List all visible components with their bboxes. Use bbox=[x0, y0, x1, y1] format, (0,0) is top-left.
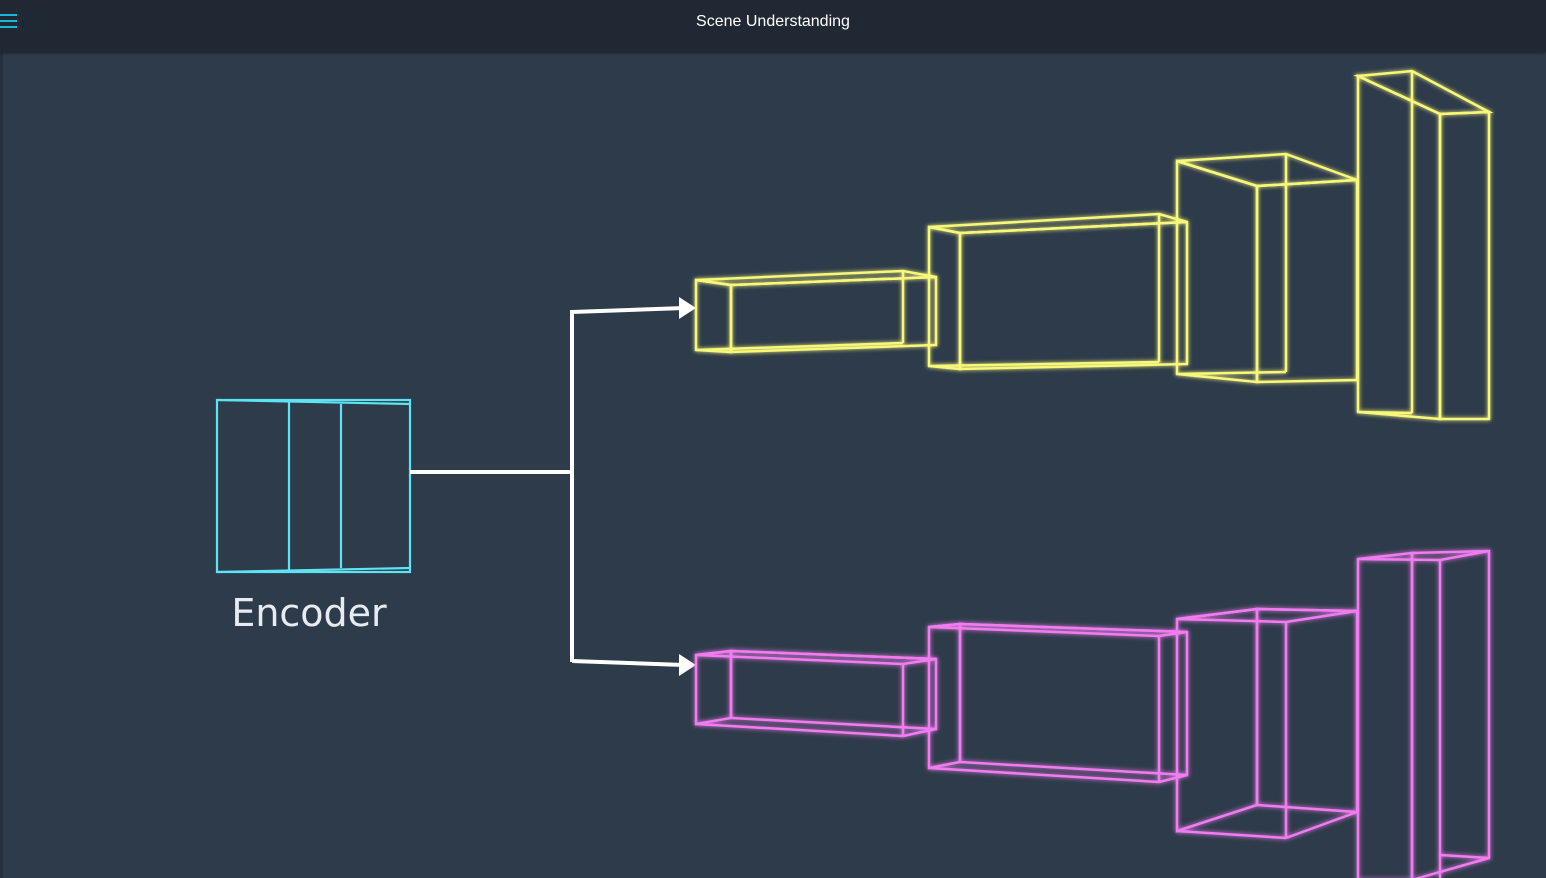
decoder-bottom-block-3 bbox=[1175, 607, 1359, 840]
decoder-top-block-3 bbox=[1175, 152, 1359, 384]
decoder-bottom-block-4 bbox=[1356, 549, 1491, 878]
page-title: Scene Understanding bbox=[696, 13, 850, 30]
branch-arrows bbox=[410, 306, 685, 667]
decoder-top-block-4 bbox=[1353, 69, 1494, 421]
decoder-top-block-2 bbox=[927, 212, 1189, 371]
decoder-top bbox=[694, 69, 1494, 421]
decoder-bottom-block-2 bbox=[927, 622, 1189, 784]
hamburger-menu-icon[interactable] bbox=[0, 12, 20, 32]
arrow-head-top bbox=[679, 297, 696, 319]
decoder-bottom bbox=[694, 549, 1491, 878]
encoder-block bbox=[215, 398, 412, 574]
top-bar: Scene Understanding bbox=[0, 0, 1546, 52]
decoder-bottom-block-1 bbox=[694, 649, 938, 738]
encoder-label: Encoder bbox=[231, 591, 387, 635]
arrow-head-bottom bbox=[679, 654, 696, 676]
left-edge-divider bbox=[0, 52, 3, 878]
decoder-top-block-1 bbox=[694, 269, 938, 354]
